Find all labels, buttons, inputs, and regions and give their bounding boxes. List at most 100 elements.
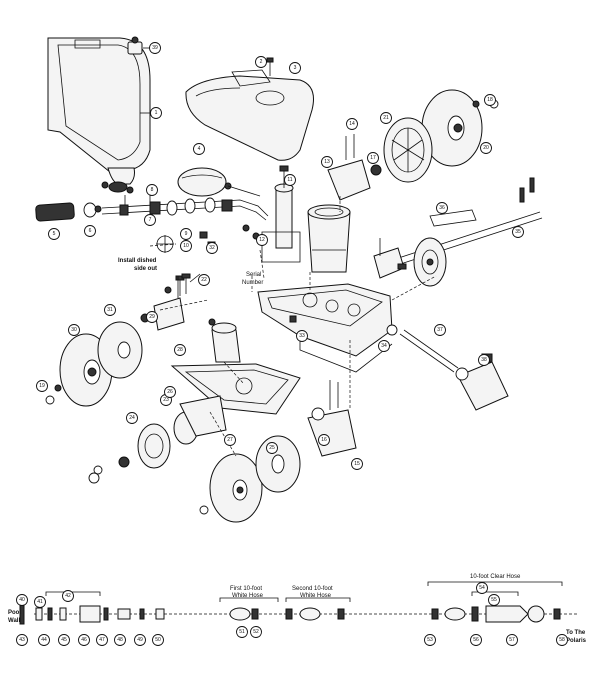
callout-43: 43 (16, 634, 28, 646)
long-screw (386, 324, 459, 373)
callout-circle (484, 94, 496, 106)
callout-number: 43 (19, 637, 25, 643)
callout-number: 49 (137, 637, 143, 643)
callout-54: 54 (476, 582, 488, 594)
callout-number: 33 (299, 333, 305, 339)
callout-16: 16 (318, 434, 330, 446)
callout-15: 15 (351, 458, 363, 470)
callout-circle (318, 434, 330, 446)
callout-46: 46 (78, 634, 90, 646)
callout-number: 14 (349, 121, 355, 127)
callout-7: 7 (144, 214, 156, 226)
callout-circle (149, 42, 161, 54)
callout-circle (224, 434, 236, 446)
callout-number: 15 (354, 461, 360, 467)
callout-3: 3 (289, 62, 301, 74)
callout-18: 18 (484, 94, 496, 106)
float (177, 167, 232, 197)
callout-number: 9 (185, 231, 188, 237)
label-first-hose-line2: White Hose (232, 593, 264, 599)
callout-5: 5 (48, 228, 60, 240)
main-body (257, 283, 393, 373)
callout-circle (146, 184, 158, 196)
leader-lines (149, 185, 437, 457)
callout-number: 47 (99, 637, 105, 643)
callout-number: 44 (41, 637, 47, 643)
axle-shaft (379, 177, 543, 271)
callout-55: 55 (488, 594, 500, 606)
callout-58: 58 (556, 634, 568, 646)
callout-number: 8 (151, 187, 154, 193)
filter-bag (47, 37, 151, 194)
callout-12: 12 (256, 234, 268, 246)
callout-25: 25 (266, 442, 278, 454)
elbow-fitting (208, 318, 241, 363)
callout-29: 29 (146, 311, 158, 323)
callout-number: 24 (129, 415, 135, 421)
callout-28: 28 (174, 344, 186, 356)
callout-6: 6 (84, 225, 96, 237)
callout-circle (321, 156, 333, 168)
callout-number: 32 (209, 245, 215, 251)
left-bearing (140, 276, 185, 331)
callout-10: 10 (180, 240, 192, 252)
callout-circle (346, 118, 358, 130)
callout-number: 38 (481, 357, 487, 363)
callout-circle (68, 324, 80, 336)
callout-number: 16 (321, 437, 327, 443)
callout-circle (470, 634, 482, 646)
callout-circle (512, 226, 524, 238)
callout-circle (351, 458, 363, 470)
callout-26: 26 (164, 386, 176, 398)
callout-number: 40 (19, 597, 25, 603)
callout-number: 13 (324, 159, 330, 165)
spoked-wheel-top (383, 117, 433, 183)
callout-circle (78, 634, 90, 646)
label-number: Number (242, 280, 263, 286)
callout-42: 42 (62, 590, 74, 602)
top-cover (185, 69, 314, 161)
callout-circle (134, 634, 146, 646)
callout-circle (180, 240, 192, 252)
pivot-plate (373, 238, 407, 279)
callout-number: 57 (509, 637, 515, 643)
callout-number: 20 (483, 145, 489, 151)
callout-47: 47 (96, 634, 108, 646)
callout-circle (284, 174, 296, 186)
callout-number: 4 (198, 146, 201, 152)
sweep-hose (35, 195, 269, 222)
dished-washer (156, 235, 174, 253)
callout-34: 34 (378, 340, 390, 352)
callout-circle (206, 242, 218, 254)
drive-wheel-left (59, 321, 143, 407)
callout-44: 44 (38, 634, 50, 646)
label-second-hose-line1: Second 10-foot (292, 586, 333, 592)
callout-8: 8 (146, 184, 158, 196)
callout-circle (180, 228, 192, 240)
callout-9: 9 (180, 228, 192, 240)
label-pool: Pool (8, 610, 21, 616)
callout-37: 37 (434, 324, 446, 336)
callout-number: 25 (269, 445, 275, 451)
callout-number: 45 (61, 637, 67, 643)
callout-circle (296, 330, 308, 342)
callout-51: 51 (236, 626, 248, 638)
callout-number: 19 (39, 383, 45, 389)
callout-circle (84, 225, 96, 237)
callout-45: 45 (58, 634, 70, 646)
hose-line (19, 601, 578, 625)
callout-number: 27 (227, 437, 233, 443)
label-wall: Wall (8, 618, 20, 624)
callout-number: 51 (239, 629, 245, 635)
callout-circle (236, 626, 248, 638)
callout-circle (256, 234, 268, 246)
callout-circle (34, 596, 46, 608)
callout-circle (164, 386, 176, 398)
callout-19: 19 (36, 380, 48, 392)
callout-number: 23 (163, 397, 169, 403)
callout-circle (36, 380, 48, 392)
callout-number: 22 (201, 277, 207, 283)
callout-circle (250, 626, 262, 638)
callout-circle (436, 202, 448, 214)
